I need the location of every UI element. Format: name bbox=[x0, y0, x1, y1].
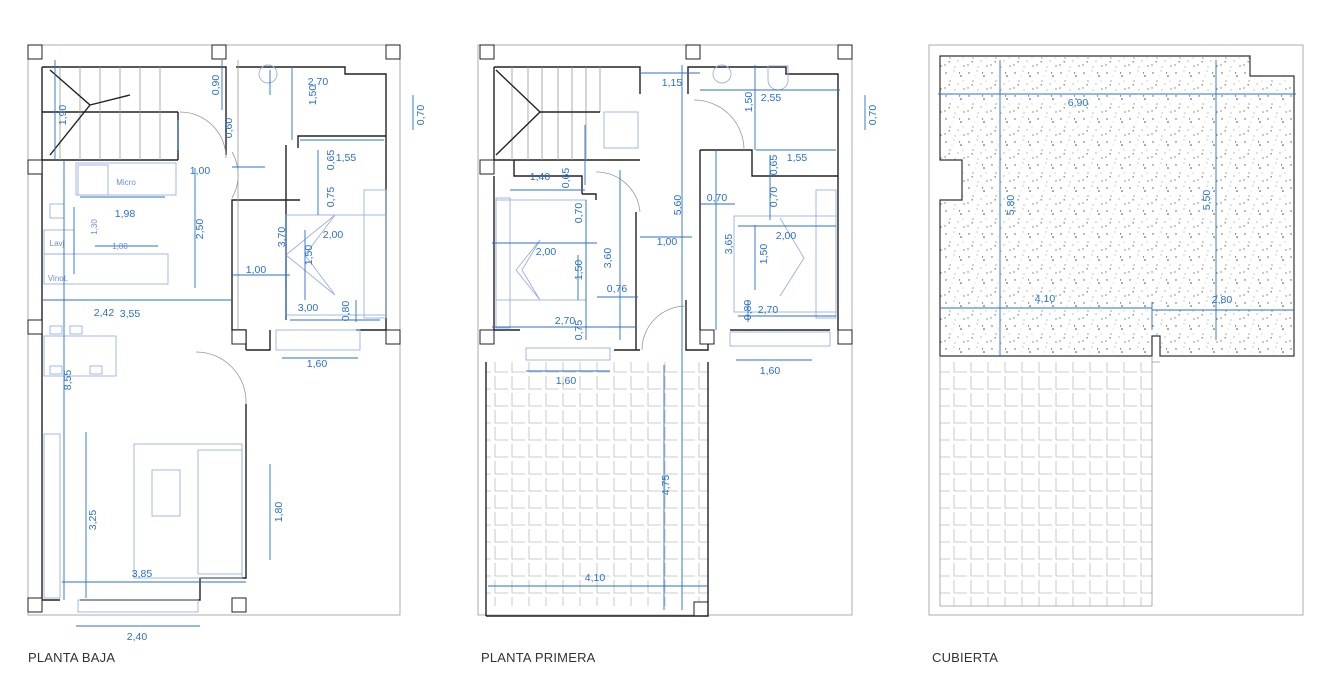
dimension-label: 1,98 bbox=[115, 208, 136, 220]
dimension-label: 0,80 bbox=[742, 300, 754, 321]
dimension-label: 0,70 bbox=[768, 187, 780, 208]
dimension-label: 1,80 bbox=[273, 502, 285, 523]
dimension-label: 0,65 bbox=[560, 168, 572, 189]
dimension-label: 3,85 bbox=[132, 568, 153, 580]
dimension-label: 6,90 bbox=[1068, 97, 1089, 109]
dimension-label: 0,90 bbox=[210, 75, 222, 96]
dimension-label: 1,60 bbox=[556, 375, 577, 387]
dimension-label: 3,55 bbox=[120, 308, 141, 320]
dimension-label: 2,55 bbox=[761, 92, 782, 104]
dimension-label: 2,70 bbox=[758, 304, 779, 316]
dimension-label: 1,80 bbox=[112, 242, 128, 251]
dimension-label: 8,55 bbox=[62, 370, 74, 391]
dimension-label: 4,10 bbox=[1035, 293, 1056, 305]
dimension-label: 0,70 bbox=[573, 203, 585, 224]
dimension-label: 0,75 bbox=[325, 187, 337, 208]
dimension-label: 1,50 bbox=[758, 244, 770, 265]
plan-first-floor bbox=[477, 44, 866, 617]
dimension-label: 1,40 bbox=[530, 171, 551, 183]
plan-ground-floor bbox=[27, 44, 414, 627]
dimension-label: Vinot. bbox=[48, 274, 68, 283]
dimension-label: 0,70 bbox=[867, 105, 879, 126]
dimension-label: 1,50 bbox=[307, 85, 319, 106]
dimension-label: 1,30 bbox=[90, 219, 99, 235]
dimension-label: Lavj bbox=[50, 239, 65, 248]
dimension-label: 1,50 bbox=[303, 245, 315, 266]
dimension-label: 1,00 bbox=[190, 165, 211, 177]
dimension-label: 2,70 bbox=[308, 76, 329, 88]
dimension-label: 0,80 bbox=[340, 301, 352, 322]
dimension-label: 1,00 bbox=[246, 264, 267, 276]
dimension-label: 1,50 bbox=[573, 260, 585, 281]
dimension-label: 2,70 bbox=[555, 315, 576, 327]
dimension-label: 0,76 bbox=[607, 283, 628, 295]
dimension-label: 3,25 bbox=[87, 510, 99, 531]
dimension-label: 1,55 bbox=[787, 152, 808, 164]
dimension-label: 4,75 bbox=[660, 475, 672, 496]
dimension-label: 3,65 bbox=[723, 234, 735, 255]
dimension-label: 5,50 bbox=[1201, 190, 1213, 211]
dimension-label: 1,55 bbox=[336, 152, 357, 164]
dimension-label: 1,90 bbox=[57, 105, 69, 126]
dimension-label: 2,42 bbox=[94, 307, 115, 319]
dimension-label: 2,80 bbox=[1212, 294, 1233, 306]
dimension-label: 2,00 bbox=[776, 230, 797, 242]
dimension-label: 5,60 bbox=[672, 195, 684, 216]
plan-title-roof: CUBIERTA bbox=[932, 650, 999, 665]
dimension-label: 5,80 bbox=[1005, 195, 1017, 216]
dimension-label: 0,75 bbox=[573, 320, 585, 341]
dimension-label: 3,60 bbox=[602, 248, 614, 269]
dimension-label: 1,00 bbox=[657, 236, 678, 248]
dimension-label: 2,50 bbox=[194, 219, 206, 240]
dimension-label: 1,60 bbox=[307, 358, 328, 370]
dimension-label: 1,15 bbox=[662, 77, 683, 89]
plan-title-first-floor: PLANTA PRIMERA bbox=[481, 650, 596, 665]
dimension-label: 4,10 bbox=[585, 572, 606, 584]
dimension-label: 0,65 bbox=[768, 155, 780, 176]
dimension-label: 3,00 bbox=[298, 302, 319, 314]
dimension-label: 0,65 bbox=[325, 150, 337, 171]
plan-roof bbox=[928, 44, 1304, 616]
dimension-label: 0,60 bbox=[223, 118, 235, 139]
dimension-label: 1,50 bbox=[743, 92, 755, 113]
dimension-label: 2,00 bbox=[536, 246, 557, 258]
dimension-label: 0,70 bbox=[707, 192, 728, 204]
dimension-label: 2,00 bbox=[323, 229, 344, 241]
dimension-label: 0,70 bbox=[415, 105, 427, 126]
dimension-label: 1,60 bbox=[760, 365, 781, 377]
dimension-label: 3,70 bbox=[276, 227, 288, 248]
dimension-label: 2,40 bbox=[127, 631, 148, 643]
dimension-label: Micro bbox=[116, 178, 136, 187]
plan-title-ground-floor: PLANTA BAJA bbox=[28, 650, 116, 665]
